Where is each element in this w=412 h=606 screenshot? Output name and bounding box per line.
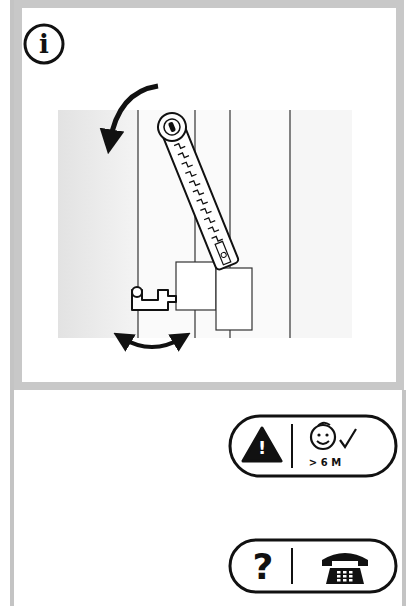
help-pill: ? [230, 540, 396, 592]
warning-pill: ! > 6 M [230, 416, 396, 476]
icon-text: ? [253, 549, 274, 585]
lock-clip [132, 287, 176, 310]
child-face [311, 423, 335, 449]
wall [58, 110, 138, 338]
latch-plate [216, 268, 252, 330]
info-circle [25, 25, 63, 63]
icon-text: > 6 M [309, 458, 341, 468]
rotate-arrow [110, 86, 158, 142]
pill-outline [230, 540, 396, 592]
latch-plate [176, 262, 216, 310]
window-pane [290, 110, 352, 338]
window-strap [154, 109, 241, 272]
phone-icon [322, 553, 368, 584]
icon-text: i [39, 31, 49, 57]
frame-line [402, 390, 406, 606]
swing-arrow [122, 338, 182, 347]
info-panel: i [14, 0, 404, 390]
warning-triangle [243, 428, 281, 461]
check-mark [340, 429, 356, 447]
icon-text: ! [258, 439, 266, 457]
pill-outline [230, 416, 396, 476]
